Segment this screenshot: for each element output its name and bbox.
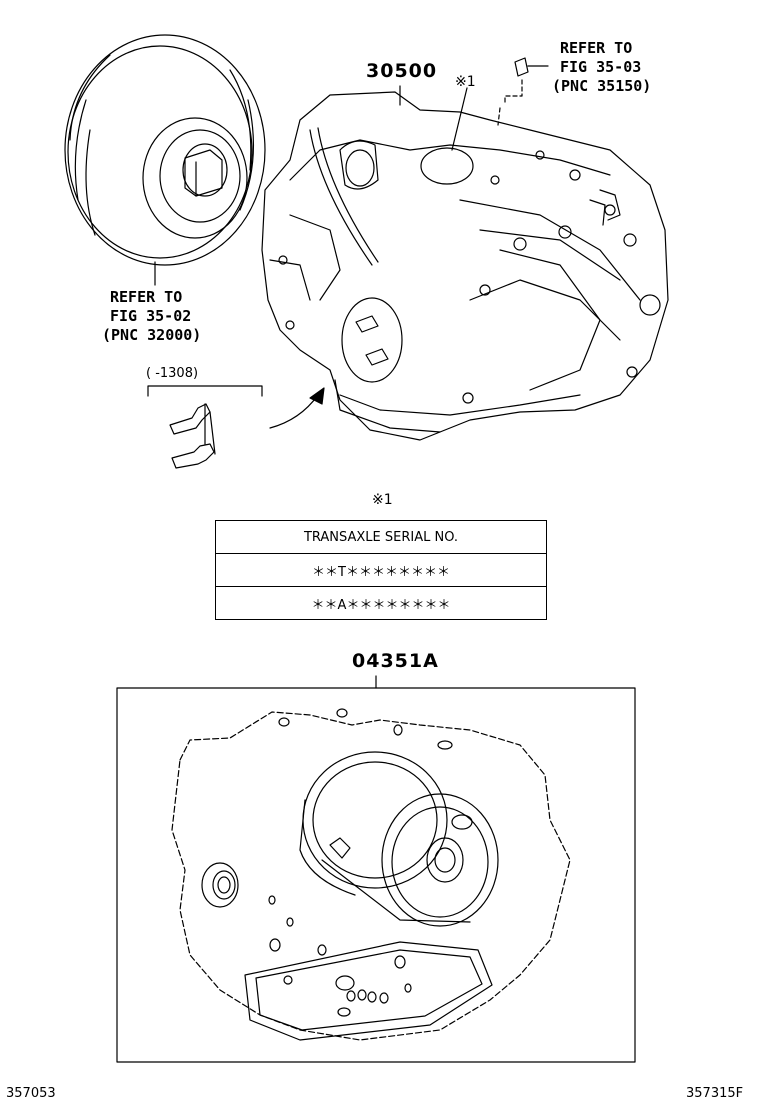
serial-table-header: TRANSAXLE SERIAL NO. <box>215 520 547 554</box>
mark-note-top: ※1 <box>455 74 476 90</box>
refer-left-line3: (PNC 32000) <box>102 326 202 344</box>
footer-left-code: 357053 <box>6 1086 56 1101</box>
table-row: TRANSAXLE SERIAL NO. <box>215 520 547 554</box>
footer-right-code: 357315F <box>686 1086 744 1101</box>
serial-table-cell: ＊＊A＊＊＊＊＊＊＊＊ <box>215 586 547 620</box>
refer-right-line3: (PNC 35150) <box>552 77 652 95</box>
refer-left-line2: FIG 35-02 <box>110 307 192 325</box>
refer-left-line1: REFER TO <box>110 288 183 306</box>
torque-converter-drawing <box>64 34 266 286</box>
main-part-number: 30500 <box>366 60 438 82</box>
bracket-note: ( -1308) <box>146 366 199 381</box>
table-row: ＊＊T＊＊＊＊＊＊＊＊ <box>215 553 547 587</box>
serial-number-table: TRANSAXLE SERIAL NO. ＊＊T＊＊＊＊＊＊＊＊ ＊＊A＊＊＊＊… <box>215 520 547 620</box>
mark-note-table: ※1 <box>372 492 393 508</box>
transaxle-drawing <box>261 57 669 441</box>
kit-box-drawing <box>116 675 636 1063</box>
stud-bolts-drawing <box>147 385 325 469</box>
table-row: ＊＊A＊＊＊＊＊＊＊＊ <box>215 586 547 620</box>
kit-part-number: 04351A <box>352 650 439 672</box>
refer-right-line1: REFER TO <box>560 39 633 57</box>
refer-right-line2: FIG 35-03 <box>560 58 642 76</box>
serial-table-cell: ＊＊T＊＊＊＊＊＊＊＊ <box>215 553 547 587</box>
